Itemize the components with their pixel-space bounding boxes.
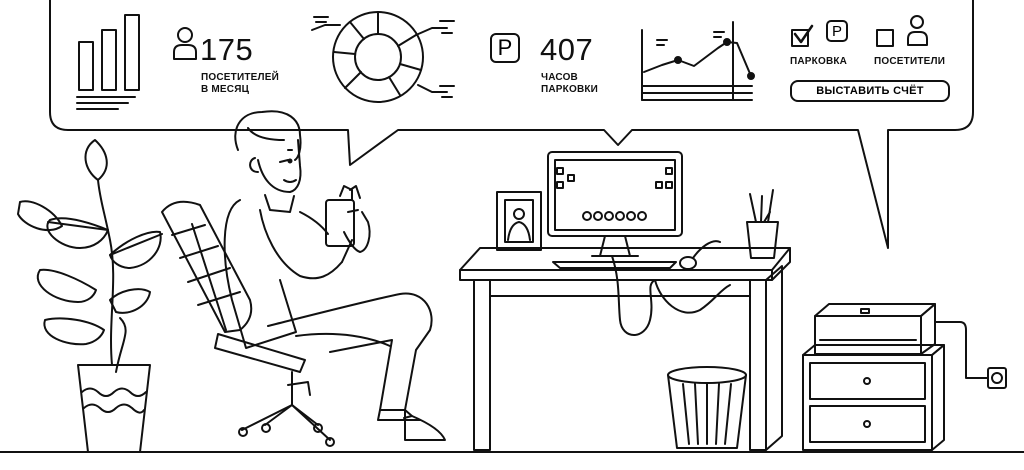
parking-hours-value: 407: [540, 32, 594, 67]
office-chair: [161, 200, 335, 447]
visitors-value: 175: [200, 32, 254, 67]
monitor: [547, 151, 683, 257]
parking-icon: P: [826, 20, 848, 42]
plant: [17, 139, 163, 453]
parking-hours-label-line2: ПАРКОВКИ: [541, 84, 599, 95]
pencil-cup: [746, 189, 779, 259]
trash-bin: [667, 366, 747, 449]
visitors-label-line2: В МЕСЯЦ: [201, 84, 250, 95]
photo-frame: [496, 191, 542, 251]
parking-icon: P: [490, 33, 520, 63]
person-icon: [173, 27, 197, 60]
cables: [611, 255, 731, 336]
parking-option-label[interactable]: ПАРКОВКА: [790, 56, 848, 67]
printer: [814, 303, 989, 379]
bar-chart-icon: [76, 14, 140, 110]
issue-invoice-button[interactable]: ВЫСТАВИТЬ СЧЁТ: [790, 80, 950, 102]
mouse: [679, 240, 721, 270]
donut-chart-icon: [311, 11, 455, 103]
visitors-label-line1: ПОСЕТИТЕЛЕЙ: [201, 72, 280, 83]
outlet-icon: [987, 367, 1007, 389]
visitors-checkbox[interactable]: [876, 29, 894, 47]
line-chart-icon: [641, 21, 755, 101]
man-with-phone: [223, 110, 446, 441]
visitors-option-label[interactable]: ПОСЕТИТЕЛИ: [874, 56, 946, 67]
person-icon: [907, 15, 928, 46]
drawer-cabinet: [802, 344, 945, 451]
keyboard: [552, 261, 677, 269]
parking-hours-label-line1: ЧАСОВ: [541, 72, 578, 83]
parking-checkbox[interactable]: [791, 24, 814, 47]
desk: [459, 247, 791, 451]
speech-bubble: [49, 0, 974, 249]
